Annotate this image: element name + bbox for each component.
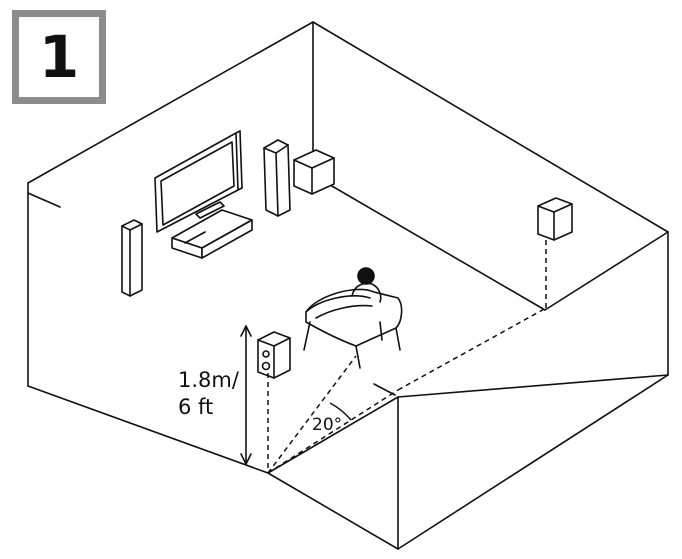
step-number: 1 [38,23,80,91]
angle-line [267,389,399,474]
rear-right-speaker-icon [537,197,573,241]
floor-diagonal-line [397,307,547,391]
surround-speaker-icon [257,331,291,379]
listener-line [267,355,357,474]
subwoofer-icon [293,149,335,195]
angle-label: 20° [312,415,343,435]
tv-icon [154,130,243,233]
front-right-speaker-icon [263,139,291,217]
height-label-imperial: 6 ft [178,395,214,419]
height-dimension-arrow [240,325,252,465]
sofa-with-listener-icon [303,267,403,369]
room-outline [27,21,669,550]
step-badge: 1 [12,10,106,104]
angle-arc [329,402,352,421]
tv-stand-icon [171,201,253,259]
height-label-metric: 1.8m/ [178,368,239,392]
front-left-speaker-icon [121,219,143,297]
